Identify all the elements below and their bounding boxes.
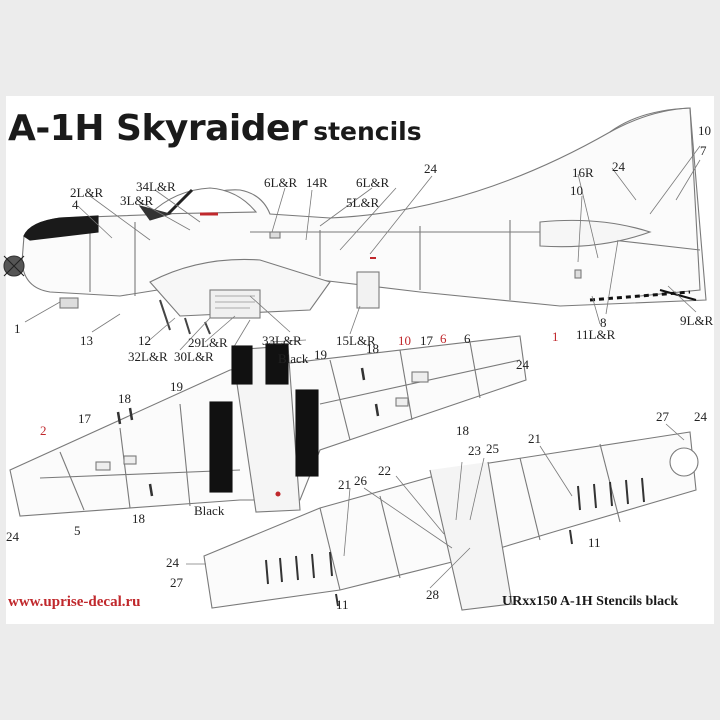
label-33lr: 33L&R	[262, 333, 302, 348]
label-12: 12	[138, 333, 151, 348]
label-9lr: 9L&R	[680, 313, 714, 328]
label-34lr: 34L&R	[136, 179, 176, 194]
label-6-red: 6	[440, 331, 447, 346]
label-10-tail: 10	[570, 183, 583, 198]
label-14r: 14R	[306, 175, 328, 190]
label-4: 4	[72, 197, 79, 212]
upper-wing-view	[9, 335, 527, 517]
label-22: 22	[378, 463, 391, 478]
label-23: 23	[468, 443, 481, 458]
product-code: URxx150 A-1H Stencils black	[502, 594, 679, 609]
label-11-left: 11	[336, 597, 349, 612]
label-16r: 16R	[572, 165, 594, 180]
title-suffix: stencils	[313, 117, 422, 146]
label-27-left: 27	[170, 575, 183, 590]
label-5lr: 5L&R	[346, 195, 380, 210]
label-10-fin: 10	[698, 123, 711, 138]
label-29lr: 29L&R	[188, 335, 228, 350]
label-15lr: 15L&R	[336, 333, 376, 348]
label-11lr: 11L&R	[576, 327, 616, 342]
label-24-lower-left: 24	[166, 555, 179, 570]
label-1: 1	[14, 321, 21, 336]
label-32lr: 32L&R	[128, 349, 168, 364]
label-24-left-tip: 24	[6, 529, 19, 544]
lower-wing-view	[186, 423, 699, 611]
label-2lr: 2L&R	[70, 185, 104, 200]
label-25: 25	[486, 441, 499, 456]
label-17-right: 17	[420, 333, 433, 348]
label-7: 7	[700, 143, 707, 158]
label-5-wing: 5	[74, 523, 81, 538]
label-black-top: Black	[278, 351, 309, 366]
website-url[interactable]: www.uprise-decal.ru	[8, 594, 141, 610]
label-24-lower-right: 24	[694, 409, 707, 424]
label-6-right: 6	[464, 331, 471, 346]
label-18-left-top: 18	[118, 391, 131, 406]
label-30lr: 30L&R	[174, 349, 214, 364]
label-26: 26	[354, 473, 367, 488]
label-19-left: 19	[170, 379, 183, 394]
label-24-tail: 24	[612, 159, 625, 174]
label-28: 28	[426, 587, 439, 602]
label-24-right-tip: 24	[516, 357, 529, 372]
label-11-right: 11	[588, 535, 601, 550]
label-8: 8	[600, 315, 607, 330]
label-27-right: 27	[656, 409, 669, 424]
label-3lr: 3L&R	[120, 193, 154, 208]
label-17-left: 17	[78, 411, 91, 426]
label-24-fuselage: 24	[424, 161, 437, 176]
label-10-red: 10	[398, 333, 411, 348]
title-main: A-1H Skyraider	[8, 108, 308, 149]
label-18-left-low: 18	[132, 511, 145, 526]
label-18-right-top: 18	[366, 341, 379, 356]
label-6lr-b: 6L&R	[356, 175, 390, 190]
label-19-right: 19	[314, 347, 327, 362]
label-6lr-a: 6L&R	[264, 175, 298, 190]
label-1-red: 1	[552, 329, 559, 344]
label-21-left: 21	[338, 477, 351, 492]
label-21-right: 21	[528, 431, 541, 446]
label-18-right-low: 18	[456, 423, 469, 438]
label-black-bottom: Black	[194, 503, 225, 518]
label-2-red: 2	[40, 423, 47, 438]
fuselage-side-view	[3, 107, 707, 351]
label-13: 13	[80, 333, 93, 348]
